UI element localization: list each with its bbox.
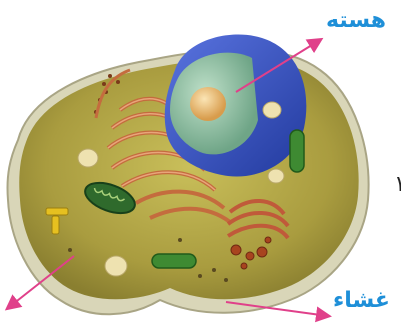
nucleolus [190, 87, 226, 121]
vesicle-bottom [105, 256, 127, 276]
nucleus-label: هسته [326, 8, 386, 33]
vesicle-mid [263, 102, 281, 118]
mitochondrion-right [290, 130, 304, 172]
edge-glyph: ۱ [394, 172, 401, 197]
nucleus [165, 35, 307, 177]
vesicle-right [268, 169, 284, 183]
membrane-label: غشاء [333, 288, 390, 313]
vesicle-top [78, 149, 98, 167]
mitochondrion-bottom [152, 254, 196, 268]
